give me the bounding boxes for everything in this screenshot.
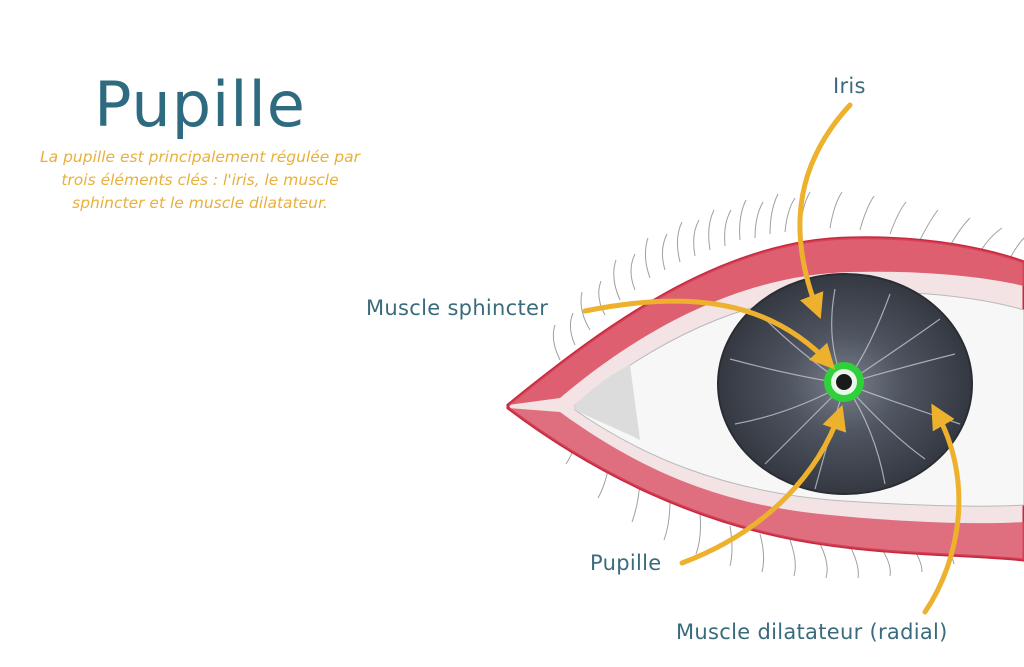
label-muscle-dilatateur: Muscle dilatateur (radial) xyxy=(676,620,948,644)
label-iris: Iris xyxy=(833,74,866,98)
arrow-sphincter xyxy=(582,298,836,370)
arrow-iris xyxy=(797,102,853,319)
upper-eyelashes xyxy=(552,191,1024,361)
arrow-dilatateur xyxy=(922,403,962,615)
eyelid-upper-band xyxy=(508,237,1024,405)
eyelid-lower-band xyxy=(508,408,1024,560)
arrow-pupille xyxy=(679,404,847,566)
caruncle xyxy=(575,365,640,440)
page-subtitle: La pupille est principalement régulée pa… xyxy=(40,148,360,212)
label-pupille: Pupille xyxy=(590,551,662,575)
label-muscle-sphincter: Muscle sphincter xyxy=(366,296,549,320)
page-title: Pupille xyxy=(94,68,306,141)
pupil-center xyxy=(836,374,852,390)
annotation-arrows xyxy=(582,102,962,615)
